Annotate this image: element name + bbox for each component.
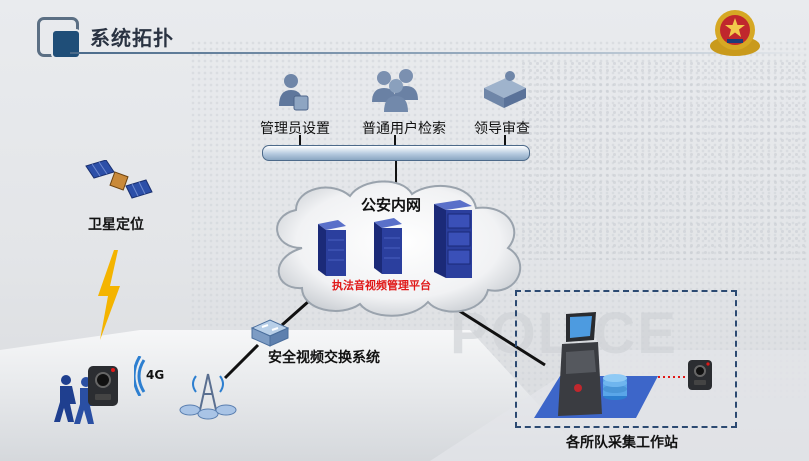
role-label-leader-review: 领导审查 [474, 121, 530, 137]
body-camera-icon [88, 366, 118, 406]
storage-disk-icon [603, 374, 627, 400]
page-title: 系统拓扑 [90, 26, 174, 50]
leader-review-icon [484, 71, 526, 108]
video-switch-icon [250, 319, 290, 347]
header: 系统拓扑 [0, 0, 809, 59]
platform-label: 执法音视频管理平台 [332, 279, 431, 292]
police-emblem-icon [710, 10, 760, 56]
wireless-signal-icon [134, 356, 146, 396]
admin-user-icon [279, 74, 309, 111]
users-group-icon [372, 69, 418, 112]
role-label-user-search: 普通用户检索 [362, 121, 446, 137]
cell-tower-icon [179, 373, 237, 420]
satellite-label: 卫星定位 [88, 217, 144, 233]
role-label-admin: 管理员设置 [260, 121, 330, 137]
server-rack-icon [434, 200, 472, 278]
cloud-title: 公安内网 [361, 196, 422, 214]
network-bus [262, 145, 530, 161]
section-logo-icon [37, 17, 81, 59]
switch-label: 安全视频交换系统 [268, 350, 380, 366]
header-underline [70, 52, 809, 54]
lightning-icon [98, 250, 120, 340]
collection-station-box [515, 290, 737, 428]
server-icon [318, 220, 346, 276]
body-camera-station-icon [688, 360, 712, 390]
background-dot-pattern-right [520, 60, 809, 260]
signal-label: 4G [146, 368, 165, 382]
satellite-icon [85, 160, 153, 199]
kiosk-terminal-icon [558, 312, 602, 416]
station-label: 各所队采集工作站 [566, 435, 678, 451]
server-icon-2 [374, 218, 402, 274]
